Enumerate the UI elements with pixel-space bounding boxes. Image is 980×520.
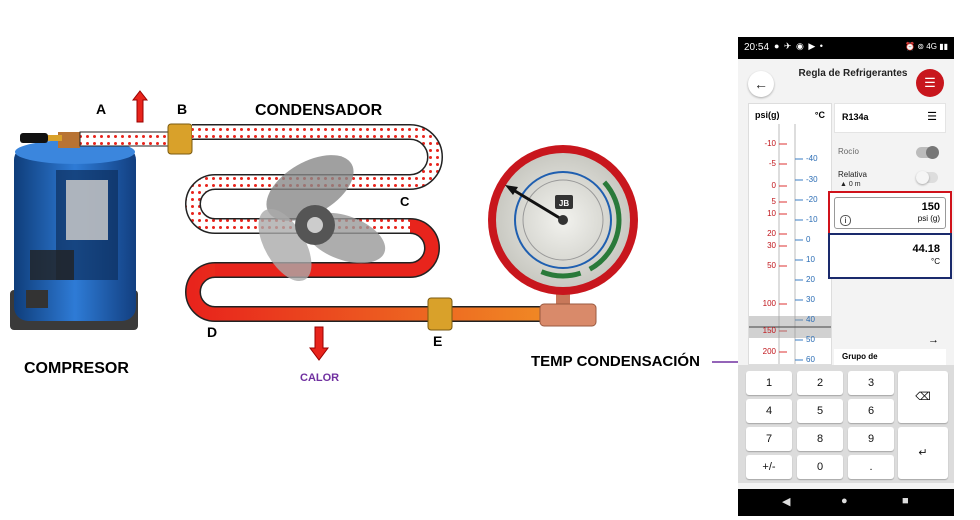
dew-toggle[interactable]	[916, 146, 939, 159]
ruler-left-tick: 150	[762, 326, 776, 335]
ruler-right-tick: 30	[806, 295, 815, 304]
keypad-key[interactable]: 6	[848, 399, 894, 423]
ruler-right-tick: 20	[806, 275, 815, 284]
sliders-icon: ☰	[924, 75, 936, 90]
next-arrow-button[interactable]: →	[928, 334, 939, 346]
group-label: Grupo de	[842, 352, 878, 361]
arrow-left-icon: ←	[754, 76, 768, 92]
ruler-scale	[749, 124, 831, 364]
status-notification-icons: ● ✈ ◉ ▶ •	[774, 41, 824, 51]
ruler-right-tick: 10	[806, 255, 815, 264]
keypad-key[interactable]: 1	[746, 371, 792, 395]
pressure-gauge: JB	[488, 145, 638, 327]
back-button[interactable]: ←	[748, 71, 774, 97]
ruler-right-tick: 0	[806, 235, 811, 244]
ruler-right-tick: 40	[806, 315, 815, 324]
pressure-input[interactable]: 150 psi (g) i	[828, 191, 952, 235]
temperature-output: 44.18 °C	[828, 233, 952, 279]
nav-back-button[interactable]: ◀	[782, 496, 791, 508]
ruler-right-tick: -20	[806, 195, 818, 204]
relative-toggle[interactable]	[916, 171, 938, 184]
ruler-left-tick: 200	[762, 347, 776, 356]
ruler-left-tick: 20	[767, 229, 776, 238]
pressure-value: 150	[921, 201, 940, 213]
ruler-right-tick: -10	[806, 215, 818, 224]
refrigerant-name: R134a	[842, 112, 869, 122]
page-title: Regla de Refrigerantes	[798, 68, 908, 79]
point-label-c: C	[400, 194, 410, 209]
android-nav-bar: ◀ ● ■	[738, 489, 954, 516]
ruler-right-tick: -30	[806, 175, 818, 184]
condensador-label: CONDENSADOR	[255, 102, 383, 119]
refrigerant-selector[interactable]: R134a ☰	[834, 103, 946, 133]
ruler-left-tick: 30	[767, 241, 776, 250]
mountain-icon: ▲	[840, 181, 849, 188]
ruler-left-tick: -10	[764, 139, 776, 148]
keypad-key[interactable]: .	[848, 455, 894, 479]
ruler-right-header: °C	[814, 110, 825, 120]
ruler-left-tick: 10	[767, 209, 776, 218]
keypad-key[interactable]: 0	[797, 455, 843, 479]
settings-button[interactable]: ☰	[916, 69, 944, 97]
keypad-key[interactable]: +/-	[746, 455, 792, 479]
ruler-left-tick: 0	[771, 181, 776, 190]
keypad-key[interactable]: 8	[797, 427, 843, 451]
down-arrow-heat	[309, 326, 329, 361]
altitude-row: ▲ 0 m	[840, 181, 861, 188]
point-label-a: A	[96, 101, 107, 117]
condenser-coil	[185, 124, 550, 322]
keypad-key[interactable]: 5	[797, 399, 843, 423]
dew-label: Rocío	[838, 147, 859, 156]
pressure-unit: psi (g)	[917, 214, 940, 223]
ruler-right-tick: 50	[806, 335, 815, 344]
temp-condensacion-label: TEMP CONDENSACIÓN	[531, 353, 700, 370]
altitude-value: 0 m	[848, 181, 861, 188]
nav-recent-button[interactable]: ■	[902, 495, 909, 507]
up-arrow	[131, 90, 149, 123]
calor-label: CALOR	[300, 372, 340, 384]
ruler-left-tick: 50	[767, 261, 776, 270]
info-icon[interactable]: i	[840, 215, 851, 226]
ruler-left-header: psi(g)	[755, 110, 780, 120]
ruler-right-tick: -40	[806, 154, 818, 163]
keypad-key[interactable]: 2	[797, 371, 843, 395]
list-icon: ☰	[927, 111, 937, 123]
compresor-label: COMPRESOR	[24, 360, 129, 377]
ruler-left-tick: -5	[768, 159, 776, 168]
ruler-left-tick: 5	[771, 197, 776, 206]
nav-home-button[interactable]: ●	[841, 495, 848, 507]
keypad-key[interactable]: 3	[848, 371, 894, 395]
relative-label: Relativa	[838, 170, 867, 179]
temperature-unit: °C	[931, 257, 940, 266]
status-time: 20:54	[744, 42, 770, 53]
point-label-e: E	[433, 333, 443, 349]
compressor	[10, 132, 138, 330]
ruler-right-tick: 60	[806, 355, 815, 364]
point-label-d: D	[207, 324, 218, 340]
temperature-value: 44.18	[912, 243, 940, 255]
point-label-b: B	[177, 101, 188, 117]
fitting-e	[427, 297, 453, 331]
phone-screen: 20:54 ● ✈ ◉ ▶ • ⏰ ⊚ 4G ▮▮ ← Regla de Ref…	[738, 37, 954, 516]
status-bar: 20:54 ● ✈ ◉ ▶ • ⏰ ⊚ 4G ▮▮	[738, 37, 954, 59]
keypad-key[interactable]: 9	[848, 427, 894, 451]
condenser-fan	[258, 155, 386, 282]
svg-text:JB: JB	[559, 199, 569, 208]
ruler-left-tick: 100	[762, 299, 776, 308]
group-section[interactable]: Grupo de	[834, 349, 946, 365]
keypad-key[interactable]: 7	[746, 427, 792, 451]
enter-key[interactable]: ↵	[898, 427, 948, 479]
status-system-icons: ⏰ ⊚ 4G ▮▮	[905, 42, 948, 51]
keypad-key[interactable]: 4	[746, 399, 792, 423]
backspace-key[interactable]: ⌫	[898, 371, 948, 423]
